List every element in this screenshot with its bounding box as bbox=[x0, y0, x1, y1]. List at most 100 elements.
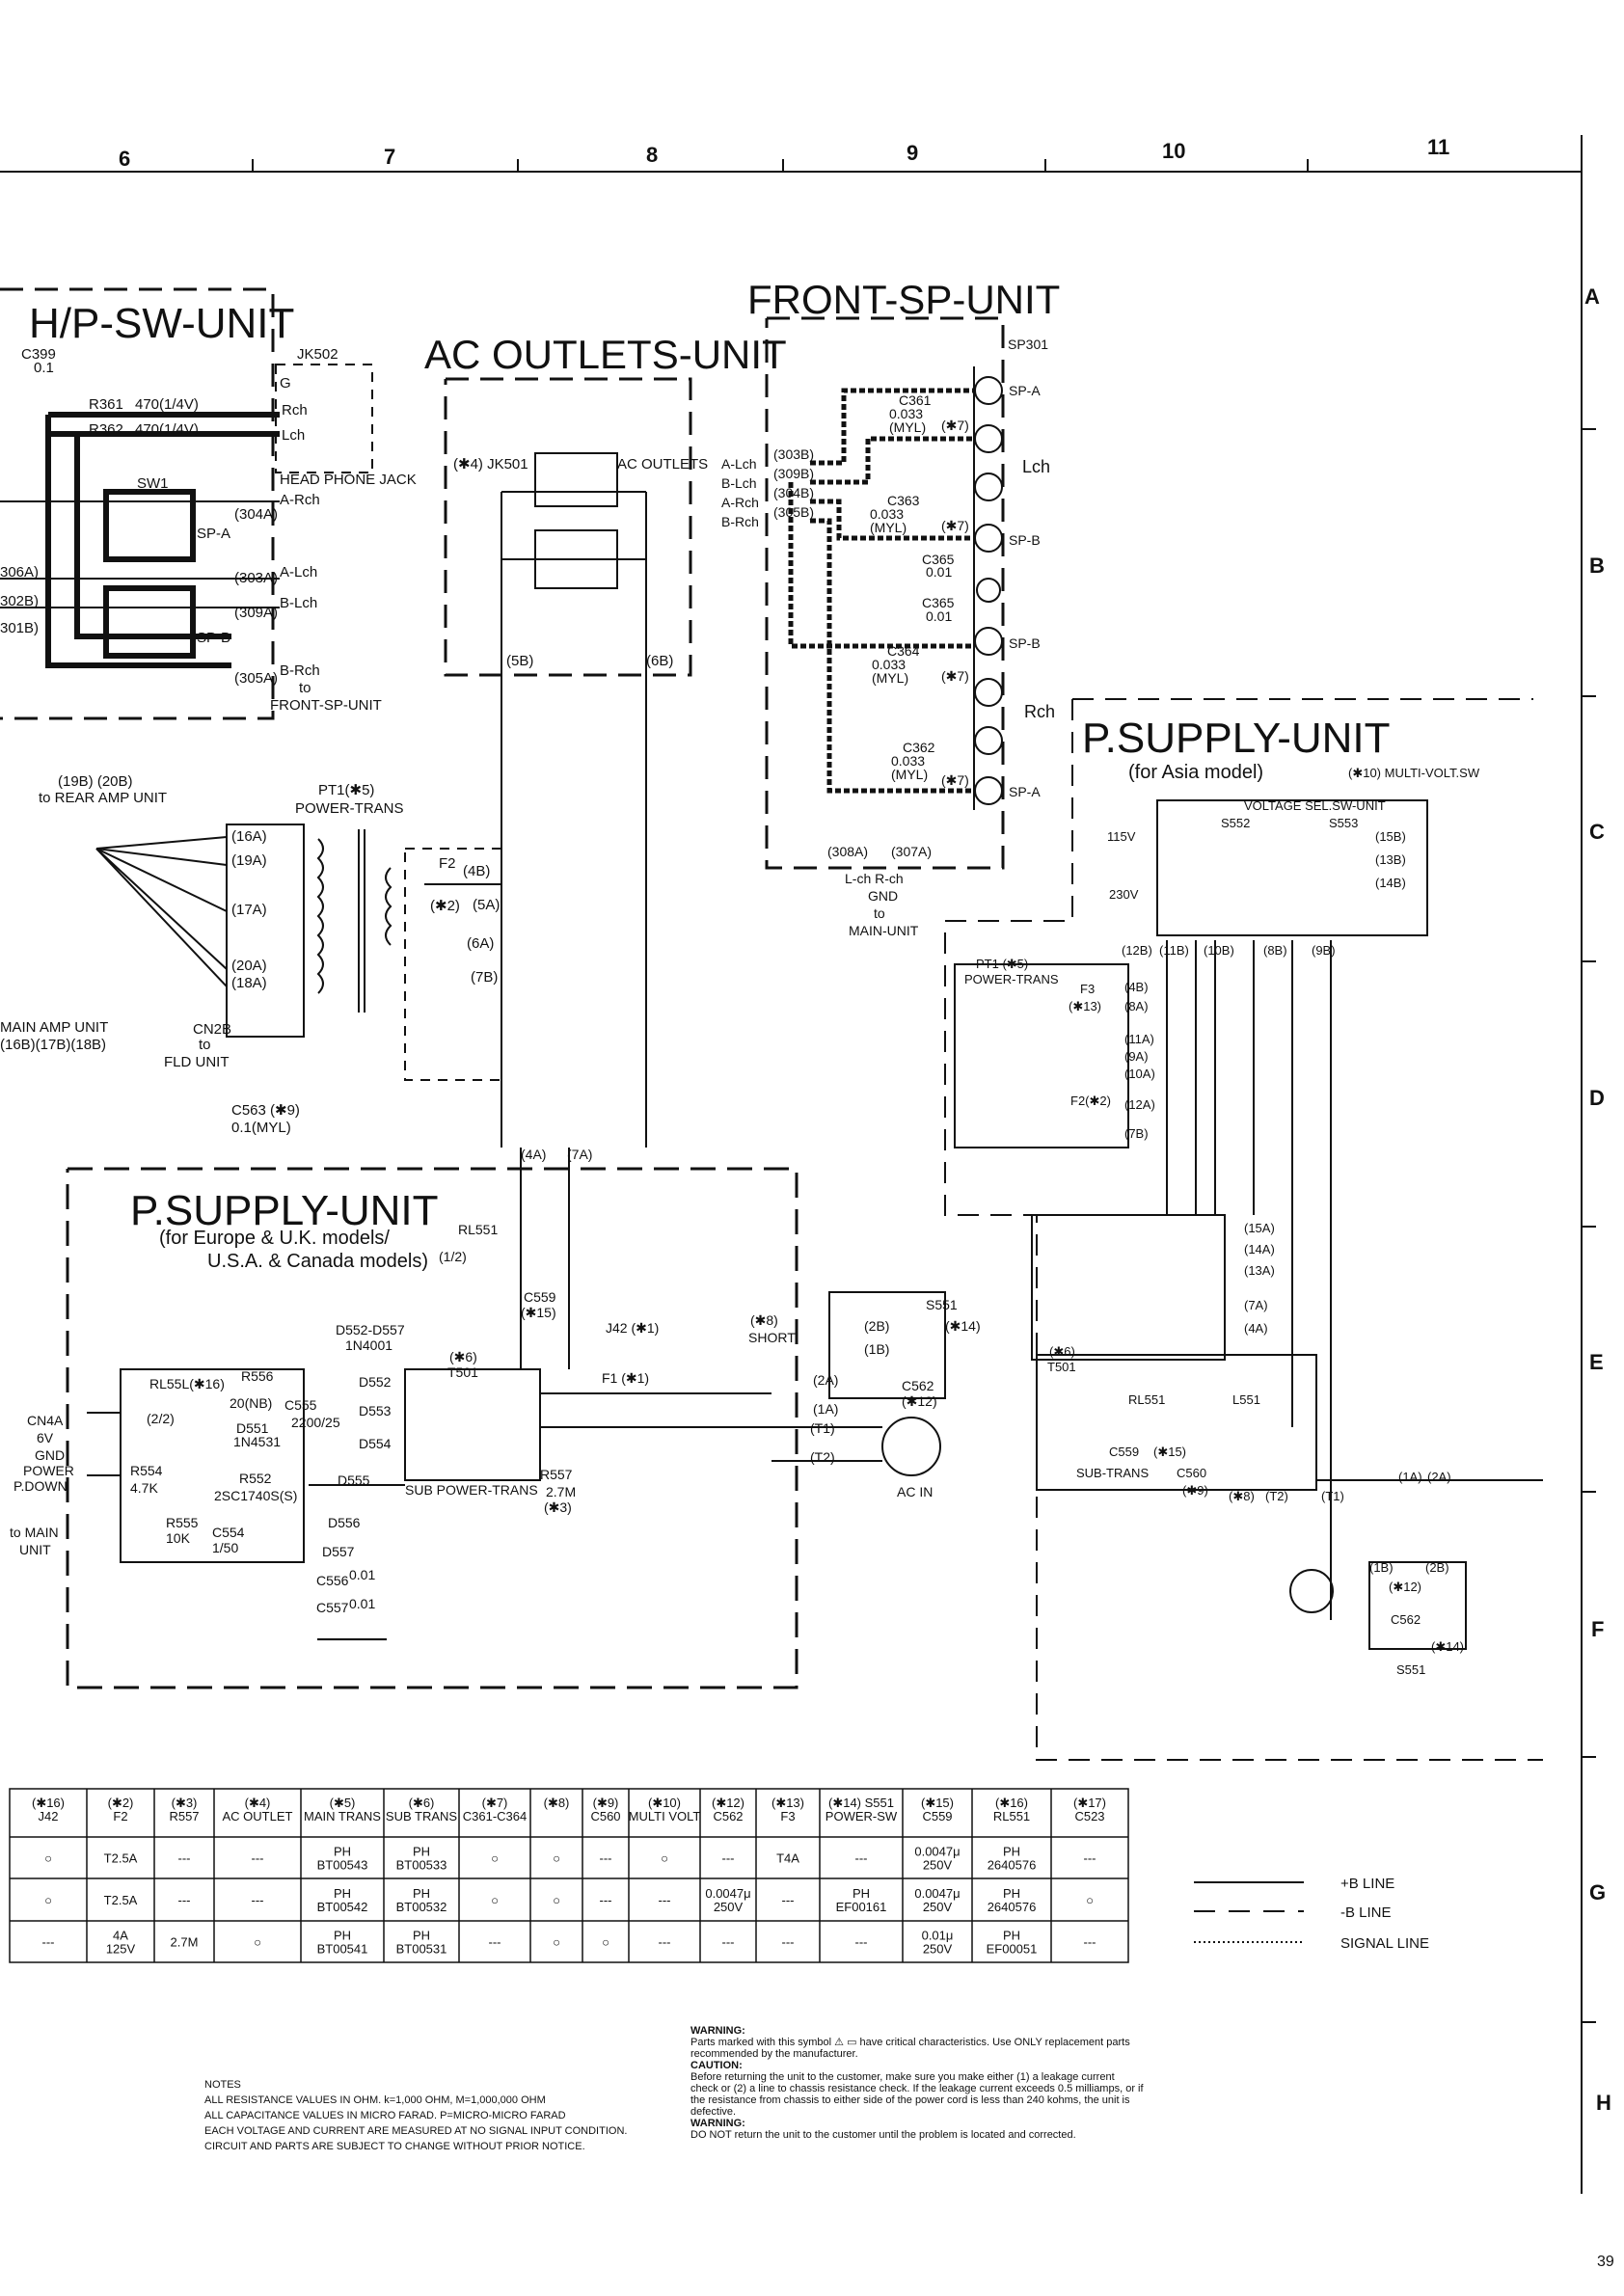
table-cell: 4A bbox=[113, 1929, 128, 1943]
label: C362 bbox=[903, 740, 935, 755]
label: A-Rch bbox=[721, 495, 759, 510]
table-cell: T2.5A bbox=[104, 1851, 138, 1866]
label: (308A) bbox=[827, 844, 868, 859]
table-cell: 250V bbox=[923, 1858, 953, 1873]
label: T501 bbox=[447, 1364, 478, 1380]
warning-text: DO NOT return the unit to the customer u… bbox=[690, 2129, 1076, 2141]
label: Rch bbox=[282, 402, 308, 419]
label: Lch bbox=[1022, 457, 1050, 476]
label: C562 bbox=[1391, 1612, 1421, 1627]
column-marker: 7 bbox=[384, 145, 395, 169]
label: (304B) bbox=[773, 485, 814, 500]
label: POWER-TRANS bbox=[964, 972, 1059, 986]
label: (✱4) JK501 bbox=[453, 456, 528, 473]
label: 1/50 bbox=[212, 1540, 238, 1555]
label: 470(1/4V) bbox=[135, 396, 199, 413]
table-cell: ○ bbox=[553, 1935, 560, 1950]
table-header-cell: MAIN TRANS bbox=[304, 1809, 381, 1823]
table-cell: ○ bbox=[44, 1851, 52, 1866]
table-header-cell: (✱12) bbox=[712, 1796, 744, 1810]
label: (4B) bbox=[463, 863, 490, 879]
unit-title: P.SUPPLY-UNIT bbox=[130, 1187, 439, 1234]
label: (4A) bbox=[1244, 1321, 1268, 1336]
label: C562 bbox=[902, 1378, 934, 1393]
table-cell: 2640576 bbox=[988, 1858, 1037, 1873]
label: (✱14) bbox=[1431, 1639, 1464, 1654]
parts-table-text: (✱16)J42(✱2)F2(✱3)R557(✱4)AC OUTLET(✱5)M… bbox=[32, 1796, 1106, 1957]
label: A-Lch bbox=[721, 456, 757, 472]
label: 4.7K bbox=[130, 1480, 158, 1496]
label: (✱15) bbox=[1153, 1445, 1186, 1459]
label: (✱7) bbox=[941, 418, 969, 433]
label: to REAR AMP UNIT bbox=[39, 790, 167, 806]
label: D552 bbox=[359, 1374, 392, 1390]
label: (309B) bbox=[773, 466, 814, 481]
warning-text: Parts marked with this symbol ⚠ ▭ have c… bbox=[690, 2037, 1130, 2060]
label: GND bbox=[868, 888, 898, 904]
label: S553 bbox=[1329, 816, 1358, 830]
label: J42 (✱1) bbox=[606, 1320, 659, 1336]
row-marker: B bbox=[1589, 554, 1605, 578]
label: (MYL) bbox=[870, 520, 907, 535]
legend-label: SIGNAL LINE bbox=[1340, 1935, 1429, 1952]
table-header-cell: AC OUTLET bbox=[223, 1809, 293, 1823]
label: F3 bbox=[1080, 982, 1095, 996]
label: (305A) bbox=[234, 670, 278, 687]
label: (16B)(17B)(18B) bbox=[0, 1037, 106, 1053]
table-cell: BT00543 bbox=[317, 1858, 368, 1873]
label: 0.033 bbox=[891, 753, 925, 769]
label: 302B) bbox=[0, 593, 39, 609]
label: (12B) bbox=[1122, 943, 1152, 958]
label: MAIN-UNIT bbox=[849, 923, 919, 938]
label: (11B) bbox=[1159, 943, 1189, 958]
label: D554 bbox=[359, 1436, 392, 1451]
label: R556 bbox=[241, 1368, 274, 1384]
label: C361 bbox=[899, 392, 932, 408]
label: (✱6) bbox=[1049, 1344, 1075, 1359]
label: C365 bbox=[922, 595, 955, 610]
table-header-cell: (✱6) bbox=[409, 1796, 435, 1810]
psu-eu-unit: P.SUPPLY-UNIT (for Europe & U.K. models/… bbox=[10, 1147, 981, 1689]
table-header-cell: C523 bbox=[1074, 1809, 1104, 1823]
table-cell: T4A bbox=[776, 1851, 799, 1866]
table-header-cell: (✱4) bbox=[245, 1796, 271, 1810]
label: (2A) bbox=[1427, 1470, 1451, 1484]
table-cell: ○ bbox=[661, 1851, 668, 1866]
column-marker: 10 bbox=[1162, 139, 1185, 163]
label: C559 bbox=[1109, 1445, 1139, 1459]
label: C557 bbox=[316, 1600, 349, 1615]
label: (11A) bbox=[1124, 1032, 1154, 1046]
row-marker: H bbox=[1596, 2091, 1611, 2115]
table-cell: 0.01μ bbox=[922, 1929, 954, 1943]
label: (12A) bbox=[1124, 1097, 1155, 1112]
label: 0.1(MYL) bbox=[231, 1120, 291, 1136]
table-header-cell: POWER-SW bbox=[826, 1809, 898, 1823]
label: 230V bbox=[1109, 887, 1139, 902]
label: (1/2) bbox=[439, 1249, 467, 1264]
label: D551 bbox=[236, 1420, 269, 1436]
table-cell: --- bbox=[178, 1893, 191, 1907]
label: (17A) bbox=[231, 902, 267, 918]
column-marker: 9 bbox=[907, 141, 918, 165]
label: (✱9) bbox=[1182, 1483, 1208, 1498]
label: (MYL) bbox=[891, 767, 928, 782]
table-cell: ○ bbox=[491, 1893, 499, 1907]
label: A-Lch bbox=[280, 564, 317, 581]
table-cell: PH bbox=[413, 1929, 430, 1943]
label: C556 bbox=[316, 1573, 349, 1588]
table-cell: --- bbox=[42, 1935, 55, 1950]
table-header-cell: (✱10) bbox=[648, 1796, 681, 1810]
label: C363 bbox=[887, 493, 920, 508]
unit-title: P.SUPPLY-UNIT bbox=[1082, 715, 1391, 762]
table-cell: --- bbox=[855, 1935, 868, 1950]
subtitle-line: U.S.A. & Canada models) bbox=[207, 1251, 428, 1272]
label: (✱12) bbox=[902, 1393, 937, 1409]
label: S551 bbox=[926, 1297, 958, 1312]
label: (16A) bbox=[231, 828, 267, 845]
table-header-cell: (✱16) bbox=[995, 1796, 1028, 1810]
table-cell: ○ bbox=[491, 1851, 499, 1866]
table-cell: BT00531 bbox=[396, 1942, 447, 1957]
label: B-Rch bbox=[721, 514, 759, 529]
table-cell: --- bbox=[600, 1851, 612, 1866]
